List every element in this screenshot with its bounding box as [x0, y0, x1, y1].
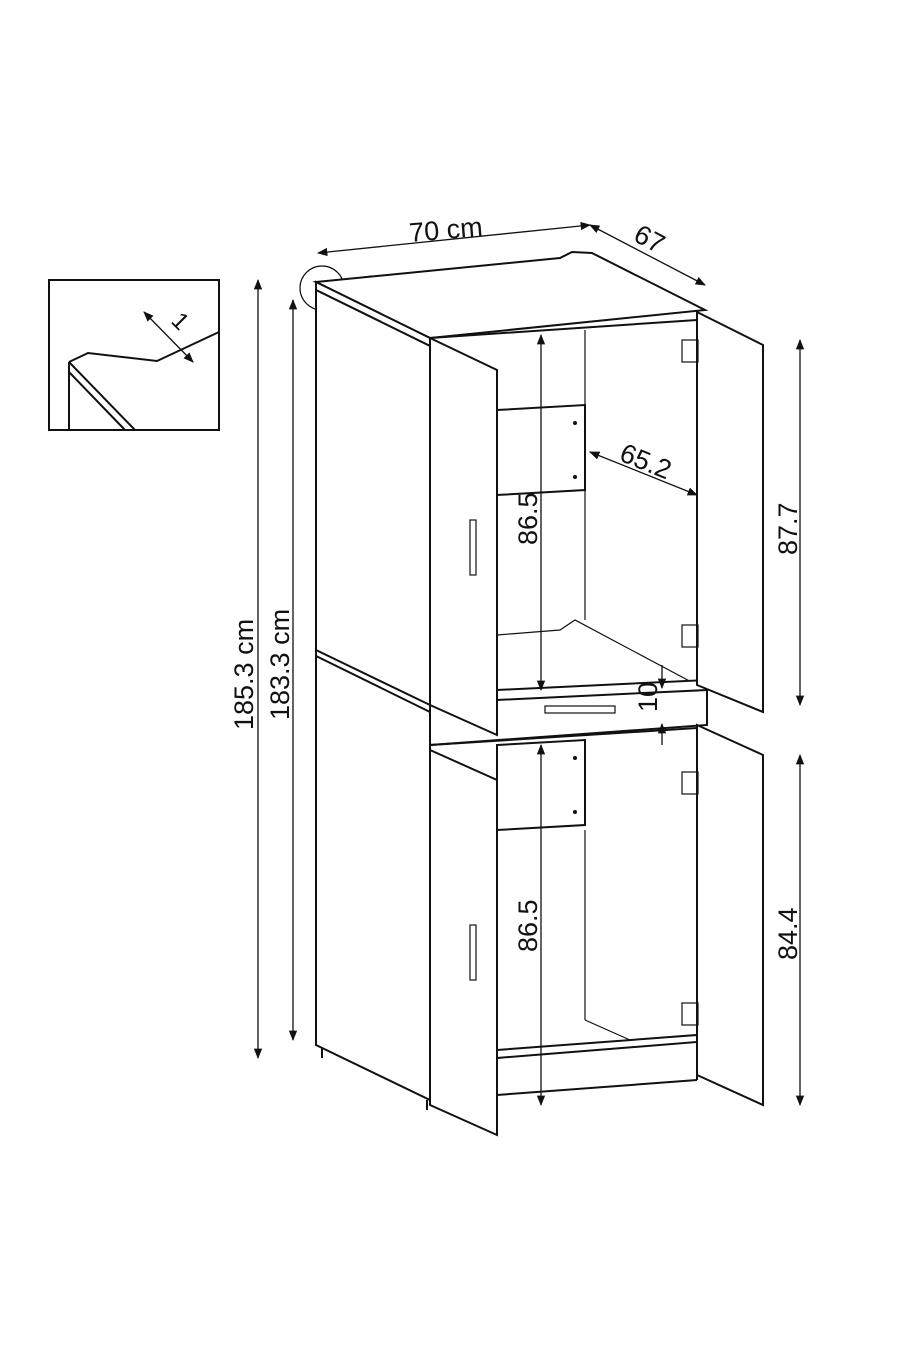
total-height-label: 185.3 cm	[229, 619, 259, 730]
detail-inset: 1	[48, 279, 220, 431]
depth-label: 67	[629, 219, 670, 260]
drawer-handle	[544, 705, 616, 714]
hinge	[681, 1002, 699, 1026]
lower-inner-height-label: 86.5	[513, 899, 543, 952]
upper-inner-height-label: 86.5	[513, 492, 543, 545]
body-height-label: 183.3 cm	[265, 609, 295, 720]
drawer-height-label: 10	[633, 682, 663, 712]
width-label: 70 cm	[408, 212, 484, 248]
hinge	[681, 339, 699, 363]
hinge	[681, 624, 699, 648]
lower-left-door-handle	[469, 924, 477, 981]
upper-left-door-handle	[469, 519, 477, 576]
inset-thickness-label: 1	[166, 307, 195, 336]
dimension-lines	[253, 221, 805, 1107]
cabinet	[312, 250, 764, 1137]
inner-depth-label: 65.2	[616, 438, 676, 486]
lower-door-height-label: 84.4	[773, 907, 803, 960]
upper-door-height-label: 87.7	[773, 502, 803, 555]
hinge	[681, 771, 699, 795]
